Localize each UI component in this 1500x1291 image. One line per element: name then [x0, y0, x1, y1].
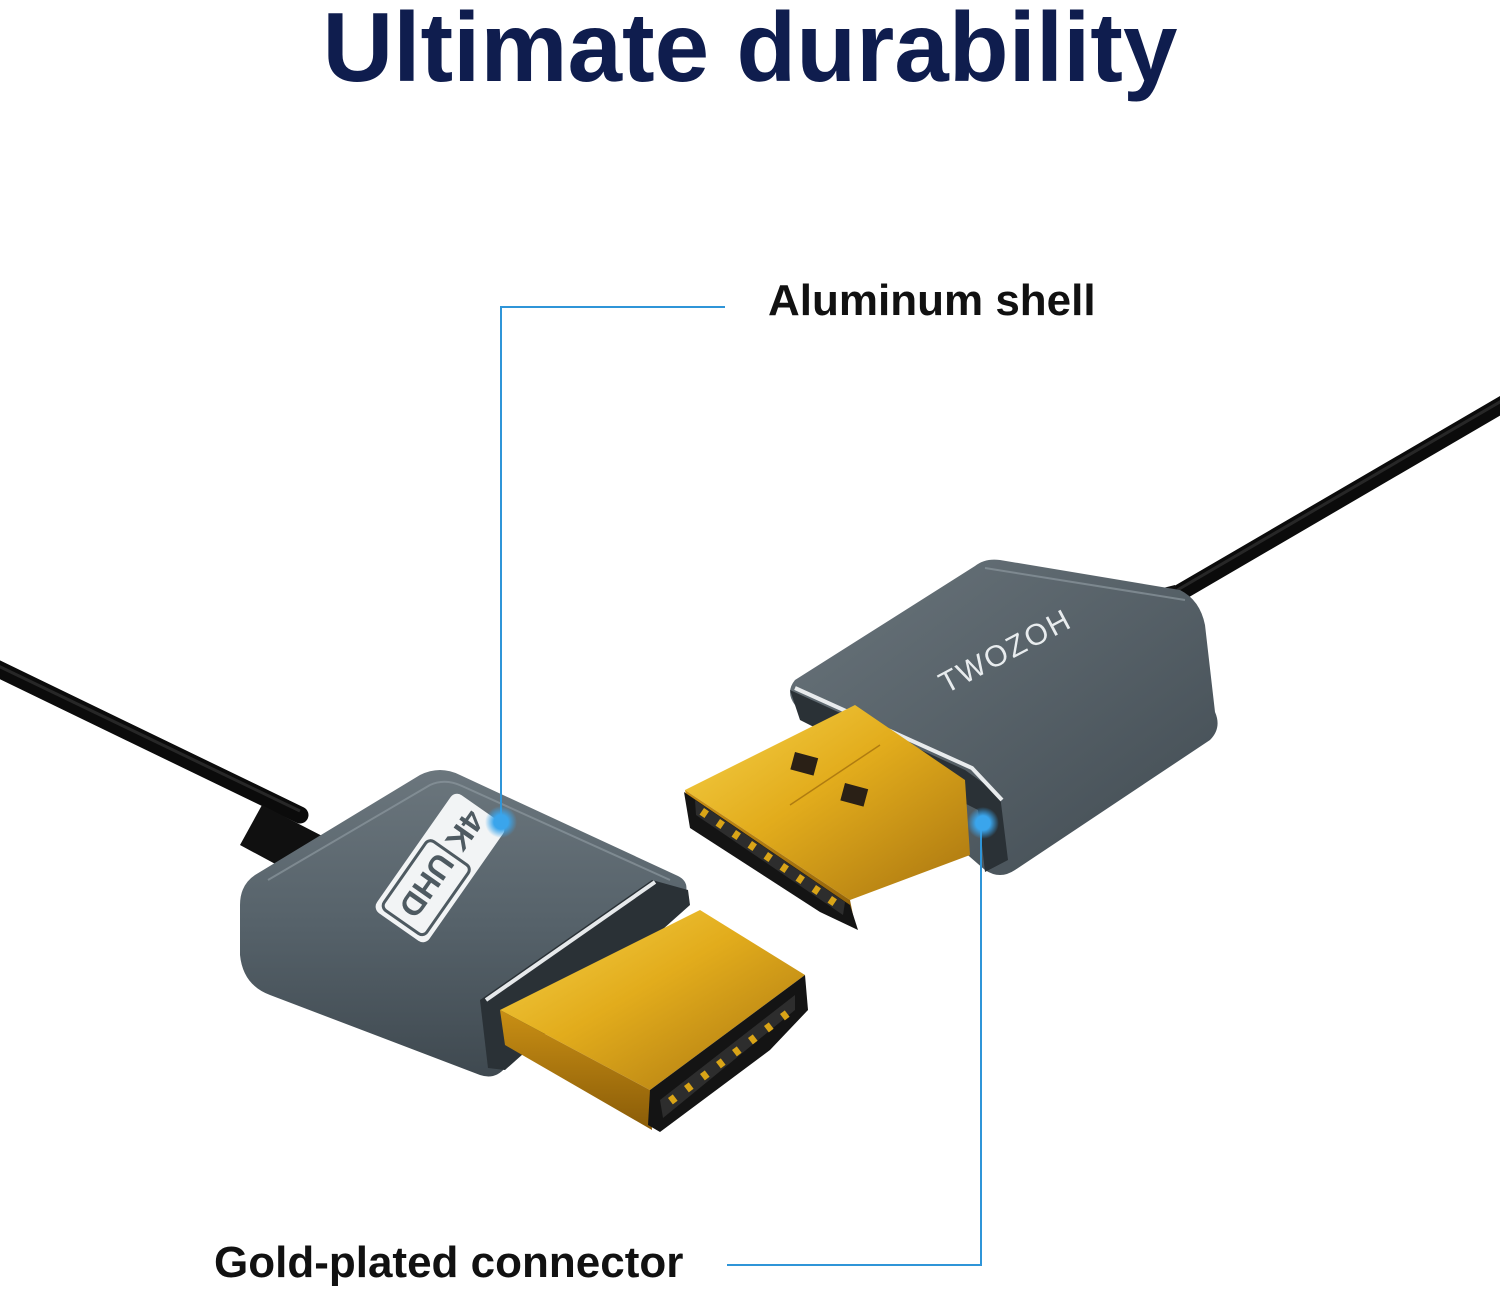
- right-gold-plug: [684, 705, 970, 930]
- left-gold-plug: [500, 910, 808, 1132]
- right-aluminum-shell: [790, 559, 1218, 875]
- left-cable: [0, 660, 330, 880]
- right-hdmi-connector: TWOZOH: [684, 559, 1218, 930]
- headline: Ultimate durability: [322, 0, 1178, 102]
- callout-aluminum-shell-pointer: [485, 306, 725, 838]
- label-aluminum-shell: Aluminum shell: [768, 276, 1096, 325]
- uhd-badge: UHD 4K: [375, 793, 505, 943]
- left-hdmi-connector: UHD 4K: [240, 770, 808, 1132]
- callout-gold-connector-pointer: [727, 807, 999, 1266]
- label-gold-plated-connector: Gold-plated connector: [214, 1238, 684, 1287]
